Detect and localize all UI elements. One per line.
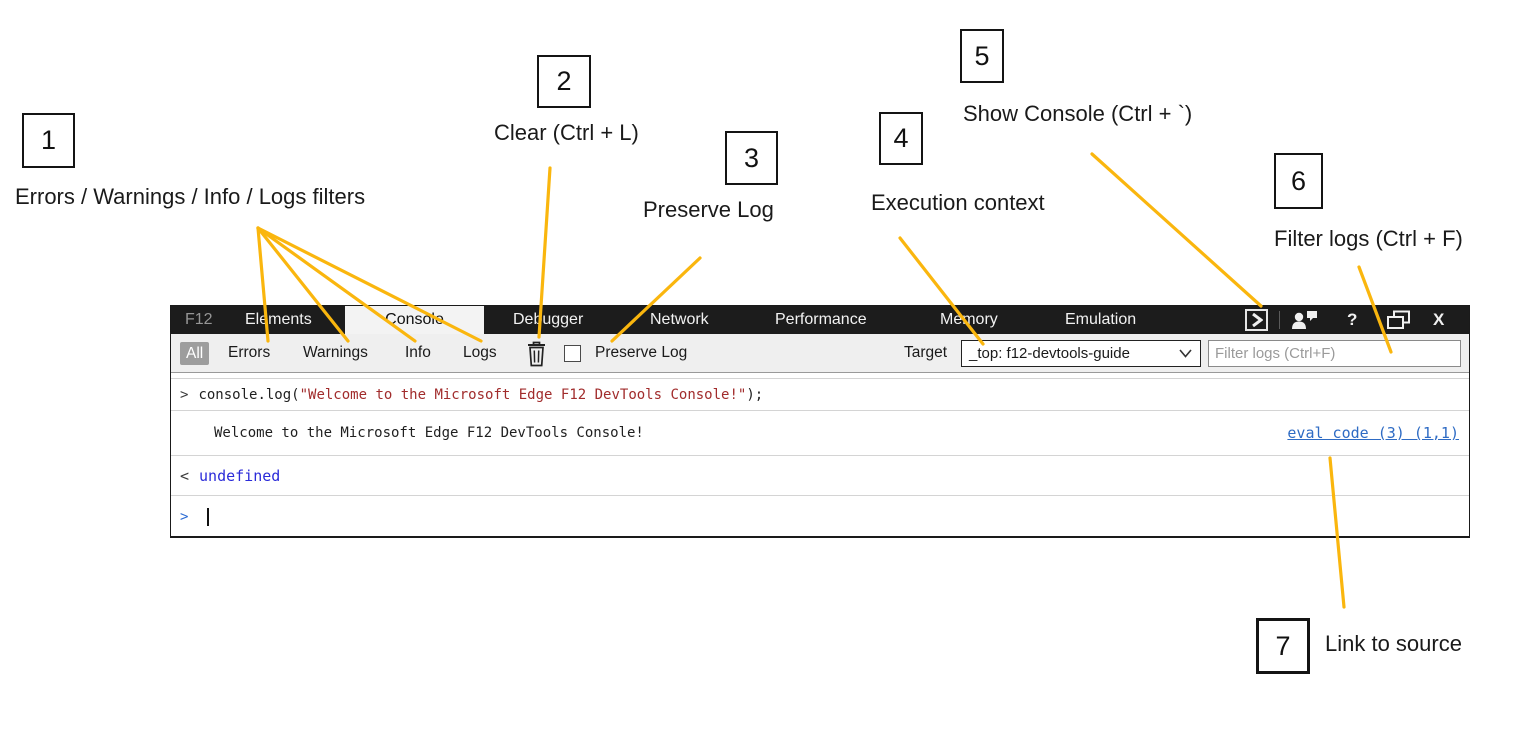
log-message-text: Welcome to the Microsoft Edge F12 DevToo… [214,425,644,441]
tab-network[interactable]: Network [650,311,709,328]
code-after-string: ); [746,386,764,403]
tab-debugger[interactable]: Debugger [513,311,584,328]
callout-label-1: Errors / Warnings / Info / Logs filters [15,184,366,209]
callout-label-3: Preserve Log [643,197,774,222]
console-executed-command-row: > console.log("Welcome to the Microsoft … [171,378,1469,411]
person-speech-icon [1292,311,1317,329]
titlebar-separator [1279,311,1280,329]
help-icon[interactable]: ? [1347,310,1358,329]
filter-errors-button[interactable]: Errors [228,344,271,361]
chevron-down-icon [1179,349,1192,358]
tab-elements[interactable]: Elements [245,311,312,328]
code-string-literal: "Welcome to the Microsoft Edge F12 DevTo… [299,386,747,403]
execution-context-dropdown[interactable]: _top: f12-devtools-guide [961,340,1201,367]
result-value: undefined [199,466,281,485]
filter-logs-button[interactable]: Logs [463,344,497,361]
callout-box-2: 2 [537,55,591,108]
devtools-tab-bar: F12 Elements Console Debugger Network Pe… [171,306,1469,334]
callout-label-6: Filter logs (Ctrl + F) [1274,226,1463,251]
trash-can-icon [528,341,545,367]
preserve-log-checkbox[interactable] [564,345,581,362]
source-link[interactable]: eval code (3) (1,1) [1287,424,1459,442]
clear-console-button[interactable] [526,341,547,372]
result-prompt-glyph: < [180,466,190,485]
callout-line-5 [1090,152,1263,308]
callout-label-7: Link to source [1325,631,1462,656]
feedback-icon[interactable] [1290,309,1320,336]
tab-console-active[interactable]: Console [345,306,484,334]
preserve-log-label: Preserve Log [595,344,688,361]
tab-f12: F12 [185,311,213,328]
unpin-window-icon[interactable] [1386,310,1412,335]
input-prompt-glyph: > [180,386,189,403]
callout-label-2: Clear (Ctrl + L) [494,120,639,145]
filter-logs-input[interactable] [1208,340,1461,367]
console-output-area: > console.log("Welcome to the Microsoft … [171,378,1469,538]
callout-box-1: 1 [22,113,75,168]
filter-warnings-button[interactable]: Warnings [303,344,368,361]
execution-context-value: _top: f12-devtools-guide [969,345,1130,362]
tab-performance[interactable]: Performance [775,311,867,328]
console-toolbar: All Errors Warnings Info Logs Preserve L… [171,334,1469,373]
chevron-right-icon [1251,313,1263,327]
callout-box-7: 7 [1256,618,1310,674]
target-label: Target [904,344,948,361]
callout-label-4: Execution context [871,190,1045,215]
console-result-row: < undefined [171,456,1469,496]
filter-all-button[interactable]: All [180,342,210,365]
active-prompt-glyph: > [180,509,189,525]
callout-label-5: Show Console (Ctrl + `) [963,101,1193,126]
callout-box-5: 5 [960,29,1004,83]
close-icon[interactable]: X [1433,310,1445,329]
console-input-prompt-row[interactable]: > [171,496,1469,538]
callout-box-4: 4 [879,112,923,165]
text-cursor [207,508,210,526]
code-before-string: console.log( [198,386,300,403]
overlapping-windows-icon [1387,310,1410,329]
filter-info-button[interactable]: Info [405,344,431,361]
devtools-window: F12 Elements Console Debugger Network Pe… [170,305,1470,538]
console-log-message-row: Welcome to the Microsoft Edge F12 DevToo… [171,411,1469,456]
tab-emulation[interactable]: Emulation [1065,311,1137,328]
tab-memory[interactable]: Memory [940,311,998,328]
show-console-icon[interactable] [1245,309,1268,331]
callout-box-3: 3 [725,131,778,185]
command-code: console.log("Welcome to the Microsoft Ed… [198,387,763,403]
callout-box-6: 6 [1274,153,1323,209]
